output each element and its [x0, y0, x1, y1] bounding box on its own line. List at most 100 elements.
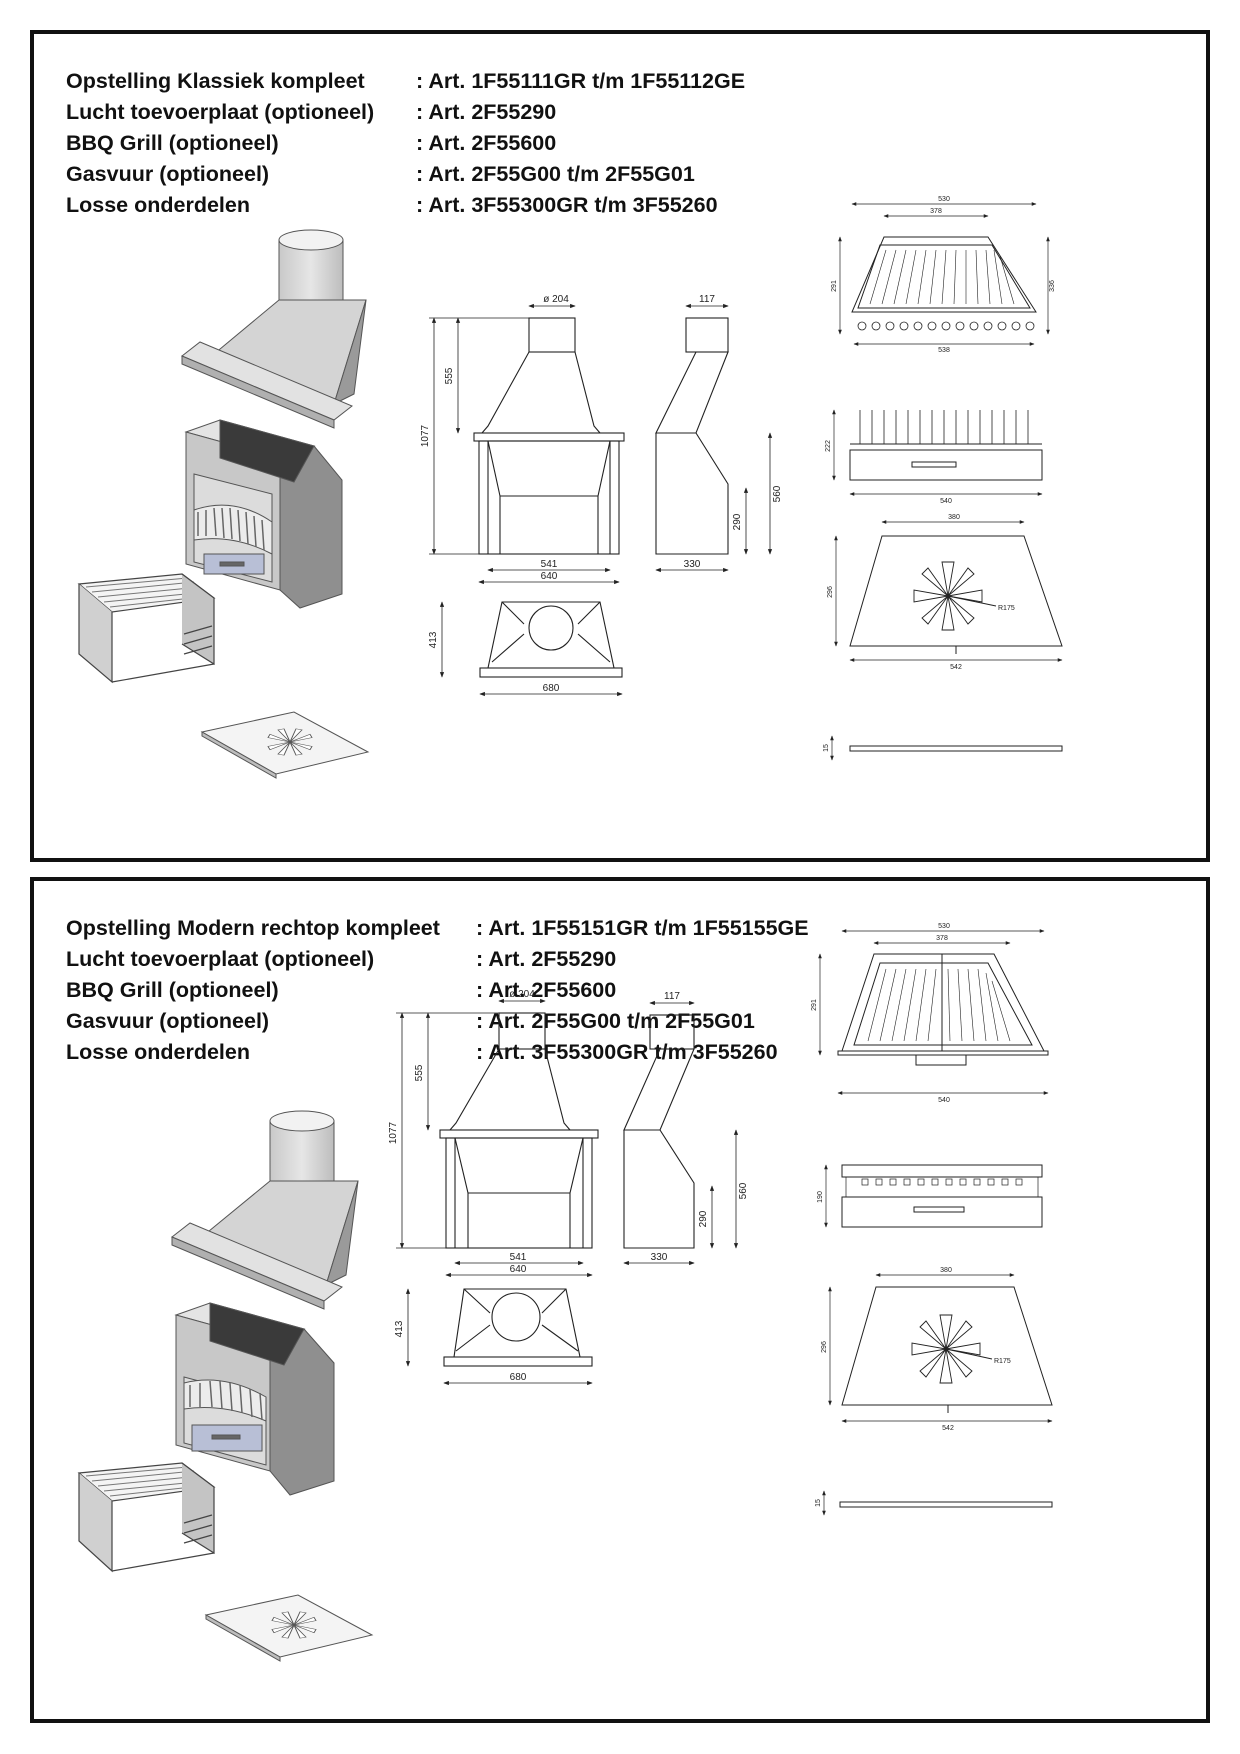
dim-burner-height: 222 [825, 440, 832, 452]
dim-outer-width: 640 [510, 1264, 527, 1275]
bbq-grill-3d [77, 1462, 216, 1573]
spec-row: Lucht toevoerplaat (optioneel) : Art. 2F5… [66, 944, 809, 975]
spec-row: Gasvuur (optioneel): Art. 2F55G00 t/m 2F… [66, 1006, 809, 1037]
plate-section [822, 1490, 1053, 1516]
air-plate-3d [204, 1594, 374, 1662]
sheet-modern: Opstelling Modern rechtop kompleet : Art.… [30, 877, 1210, 1723]
spec-value: : Art. 1F55111GR t/m 1F55112GE [416, 69, 746, 93]
air-plate-top-view [828, 1273, 1053, 1423]
spec-row: Losse onderdelen : Art. 3F55300GR t/m 3F5… [66, 1037, 809, 1068]
dim-grate-height-l: 291 [811, 999, 818, 1011]
hood-3d [171, 1110, 359, 1310]
front-elevation [396, 998, 599, 1278]
dim-depth-top: 117 [699, 294, 715, 305]
spec-value: : Art. 3F55300GR t/m 3F55260 [476, 1040, 778, 1064]
spec-row: BBQ Grill (optioneel) : Art. 2F55600 [66, 128, 745, 159]
spec-label: Gasvuur (optioneel) [66, 162, 270, 186]
spec-label: Losse onderdelen [66, 193, 250, 217]
dim-grate-bottom: 540 [938, 1097, 950, 1104]
dim-plate-depth: 296 [821, 1341, 828, 1353]
dim-hood-height: 555 [414, 1064, 425, 1081]
hood-3d [181, 229, 367, 429]
dim-plate-top: 380 [948, 514, 960, 521]
dim-inner-width: 541 [541, 559, 558, 570]
spec-row: Losse onderdelen : Art. 3F55300GR t/m 3F5… [66, 190, 745, 221]
sheet-classic: Opstelling Klassiek kompleet : Art. 1F551… [30, 30, 1210, 862]
spec-label: BBQ Grill (optioneel) [66, 978, 279, 1002]
dim-hearth-height: 560 [738, 1182, 749, 1199]
spec-value: : Art. 3F55300GR t/m 3F55260 [416, 193, 718, 217]
spec-label: Gasvuur (optioneel) [66, 1009, 270, 1033]
dim-total-height: 1077 [388, 1121, 399, 1144]
grate-top-view [818, 929, 1049, 1095]
dim-hood-height: 555 [444, 367, 455, 384]
burner-side-view [832, 409, 1043, 496]
air-plate-3d [200, 711, 370, 779]
dim-plate-top: 380 [940, 1267, 952, 1274]
dim-total-height: 1077 [420, 424, 431, 447]
dim-plate-thickness: 15 [823, 744, 830, 752]
dim-outer-width: 640 [541, 571, 558, 582]
hearth-3d [174, 1302, 335, 1496]
dim-grate-height-r: 336 [1049, 280, 1056, 292]
spec-row: Gasvuur (optioneel) : Art. 2F55G00 t/m 2F… [66, 159, 745, 190]
bbq-grill-3d [77, 573, 216, 684]
spec-row: Lucht toevoerplaat (optioneel) : Art. 2F5… [66, 97, 745, 128]
dim-burner-height: 190 [817, 1191, 824, 1203]
dim-grate-bottom: 538 [938, 347, 950, 354]
spec-list: Opstelling Modern rechtop kompleet : Art.… [66, 913, 809, 1068]
spec-value: : Art. 2F55290 [416, 100, 557, 124]
spec-row: Opstelling Klassiek kompleet : Art. 1F551… [66, 66, 745, 97]
plan-view [439, 601, 623, 697]
spec-value: : Art. 2F55G00 t/m 2F55G01 [416, 162, 695, 186]
dim-fire-height: 290 [698, 1210, 709, 1227]
hearth-3d [184, 419, 343, 609]
dim-plate-radius: R175 [994, 1358, 1011, 1365]
dim-base-width: 680 [543, 683, 560, 694]
grate-top-view [838, 202, 1050, 346]
spec-row: Opstelling Modern rechtop kompleet : Art.… [66, 913, 809, 944]
spec-value: : Art. 2F55290 [476, 947, 617, 971]
dim-plate-radius: R175 [998, 605, 1015, 612]
spec-value: : Art. 1F55151GR t/m 1F55155GE [476, 916, 809, 940]
dim-inner-width: 541 [510, 1252, 527, 1263]
plan-view [405, 1288, 593, 1386]
spec-label: Opstelling Klassiek kompleet [66, 69, 365, 93]
spec-value: : Art. 2F55600 [476, 978, 617, 1002]
spec-label: Losse onderdelen [66, 1040, 250, 1064]
dim-base-width: 680 [510, 1372, 527, 1383]
dim-plate-thickness: 15 [815, 1499, 822, 1507]
dim-grate-top: 378 [930, 208, 942, 215]
dim-grate-outer: 530 [938, 196, 950, 203]
plate-section [830, 735, 1063, 761]
side-elevation [655, 303, 773, 573]
technical-drawing: ø 204 1077 555 541 640 117 330 290 560 4… [77, 196, 1063, 779]
spec-label: Opstelling Modern rechtop kompleet [66, 916, 440, 940]
spec-list: Opstelling Klassiek kompleet : Art. 1F551… [66, 66, 745, 221]
dim-plate-depth: 296 [827, 586, 834, 598]
burner-side-view [824, 1164, 1043, 1228]
dim-hearth-height: 560 [772, 485, 783, 502]
dim-plan-depth: 413 [394, 1320, 405, 1337]
dim-flue: ø 204 [543, 294, 569, 305]
dim-plan-depth: 413 [428, 631, 439, 648]
air-plate-top-view [834, 520, 1063, 662]
dim-grate-outer: 530 [938, 923, 950, 930]
technical-drawing: ø 204 1077 555 541 640 117 330 290 560 4… [77, 923, 1053, 1662]
spec-label: BBQ Grill (optioneel) [66, 131, 279, 155]
dim-depth: 330 [651, 1252, 668, 1263]
dim-depth: 330 [684, 559, 701, 570]
dim-burner-width: 540 [940, 498, 952, 505]
spec-value: : Art. 2F55600 [416, 131, 557, 155]
dim-grate-top: 378 [936, 935, 948, 942]
front-elevation [429, 303, 625, 585]
dim-flue: ø 204 [509, 989, 535, 1000]
dim-depth-top: 117 [664, 991, 680, 1002]
dim-fire-height: 290 [732, 513, 743, 530]
dim-grate-height-l: 291 [831, 280, 838, 292]
spec-label: Lucht toevoerplaat (optioneel) [66, 100, 375, 124]
dim-plate-bottom: 542 [942, 1425, 954, 1432]
spec-label: Lucht toevoerplaat (optioneel) [66, 947, 375, 971]
dim-plate-bottom: 542 [950, 664, 962, 671]
spec-row: BBQ Grill (optioneel) : Art. 2F55600 [66, 975, 809, 1006]
